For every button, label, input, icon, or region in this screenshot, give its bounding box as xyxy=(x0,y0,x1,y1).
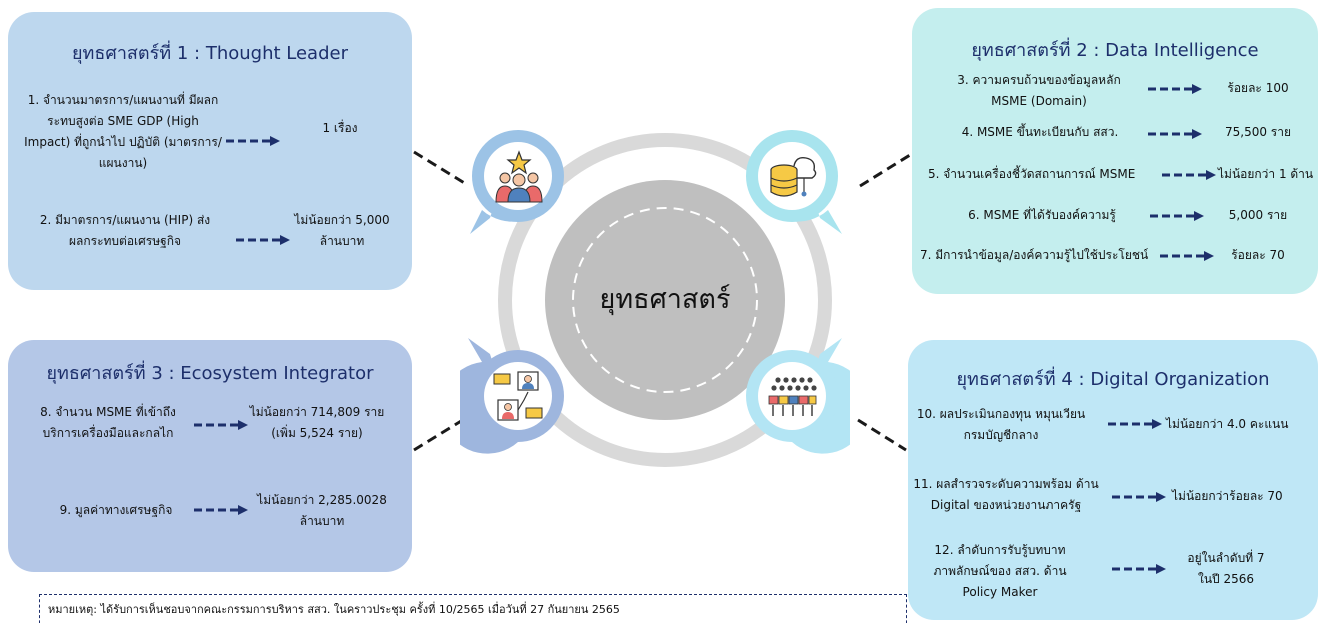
strategy-2-target-4: 75,500 ราย xyxy=(1224,125,1292,139)
strategy-4-target-10: ไม่น้อยกว่า 4.0 คะแนน xyxy=(1166,417,1289,431)
strategy-3-title: ยุทธศาสตร์ที่ 3 : Ecosystem Integrator xyxy=(46,363,374,384)
strategy-2-title: ยุทธศาสตร์ที่ 2 : Data Intelligence xyxy=(971,40,1259,61)
arrow-icon xyxy=(1108,419,1162,429)
strategy-2-metric-5: 5. จำนวนเครื่องชี้วัดสถานการณ์ MSME xyxy=(928,167,1136,181)
arrow-icon xyxy=(1148,84,1202,94)
arrow-icon xyxy=(236,235,290,245)
arrow-icon xyxy=(1148,129,1202,139)
arrow-icon xyxy=(1160,251,1214,261)
strategy-2-panel: ยุทธศาสตร์ที่ 2 : Data Intelligence 3. ค… xyxy=(912,8,1318,294)
strategy-4-panel: ยุทธศาสตร์ที่ 4 : Digital Organization 1… xyxy=(908,340,1318,620)
center-label: ยุทธศาสตร์ xyxy=(599,284,731,315)
note-box: หมายเหตุ: ได้รับการเห็นชอบจากคณะกรรมการบ… xyxy=(39,594,907,623)
note-text: หมายเหตุ: ได้รับการเห็นชอบจากคณะกรรมการบ… xyxy=(48,603,620,616)
strategy-3-metric-9: 9. มูลค่าทางเศรษฐกิจ xyxy=(59,503,173,517)
strategy-1-target-2: ไม่น้อยกว่า 5,000 ล้านบาท xyxy=(294,213,390,248)
center-hub xyxy=(498,133,832,467)
arrow-icon xyxy=(1112,492,1166,502)
strategy-1-target-1: 1 เรื่อง xyxy=(322,121,358,135)
digital-crowd-icon xyxy=(768,377,817,416)
strategy-2-metric-3: 3. ความครบถ้วนของข้อมูลหลัก MSME (Domain… xyxy=(957,73,1121,108)
strategy-4-target-11: ไม่น้อยกว่าร้อยละ 70 xyxy=(1172,489,1283,503)
strategy-3-panel: ยุทธศาสตร์ที่ 3 : Ecosystem Integrator 8… xyxy=(8,340,412,572)
arrow-icon xyxy=(194,505,248,515)
cloud-database-icon xyxy=(770,156,817,197)
arrow-icon xyxy=(1112,564,1166,574)
strategy-4-metric-11: 11. ผลสำรวจระดับความพร้อม ด้าน Digital ข… xyxy=(913,477,1099,512)
strategy-1-metric-2: 2. มีมาตรการ/แผนงาน (HIP) ส่งผลกระทบต่อเ… xyxy=(39,213,211,248)
leader-team-icon xyxy=(495,150,543,203)
strategy-3-target-8: ไม่น้อยกว่า 714,809 ราย (เพิ่ม 5,524 ราย… xyxy=(249,405,385,440)
network-people-icon xyxy=(493,371,543,421)
strategy-4-title: ยุทธศาสตร์ที่ 4 : Digital Organization xyxy=(956,369,1270,390)
strategy-2-metric-4: 4. MSME ขึ้นทะเบียนกับ สสว. xyxy=(961,125,1119,139)
arrow-icon xyxy=(194,420,248,430)
strategy-1-title: ยุทธศาสตร์ที่ 1 : Thought Leader xyxy=(72,43,348,64)
strategy-2-metric-7: 7. มีการนำข้อมูล/องค์ความรู้ไปใช้ประโยชน… xyxy=(920,248,1149,262)
strategy-2-target-6: 5,000 ราย xyxy=(1228,208,1288,222)
strategy-4-target-12: อยู่ในลำดับที่ 7 ในปี 2566 xyxy=(1187,551,1265,586)
arrow-icon xyxy=(226,136,280,146)
strategy-3-target-9: ไม่น้อยกว่า 2,285.0028 ล้านบาท xyxy=(257,493,387,528)
strategy-1-panel: ยุทธศาสตร์ที่ 1 : Thought Leader 1. จำนว… xyxy=(8,12,412,290)
arrow-icon xyxy=(1150,211,1204,221)
arrow-icon xyxy=(1162,170,1216,180)
strategy-2-target-7: ร้อยละ 70 xyxy=(1231,248,1285,262)
strategy-2-target-3: ร้อยละ 100 xyxy=(1227,81,1289,95)
strategy-1-metric-1: 1. จำนวนมาตรการ/แผนงานที่ มีผลกระทบสูงต่… xyxy=(24,93,222,170)
strategy-2-metric-6: 6. MSME ที่ได้รับองค์ความรู้ xyxy=(968,208,1116,222)
strategy-4-metric-10: 10. ผลประเมินกองทุน หมุนเวียนกรมบัญชีกลา… xyxy=(916,407,1086,442)
strategy-3-metric-8: 8. จำนวน MSME ที่เข้าถึง บริการเครื่องมื… xyxy=(40,405,176,440)
strategy-4-metric-12: 12. ลำดับการรับรู้บทบาท ภาพลักษณ์ของ สสว… xyxy=(933,543,1067,599)
strategy-2-target-5: ไม่น้อยกว่า 1 ด้าน xyxy=(1218,167,1314,181)
